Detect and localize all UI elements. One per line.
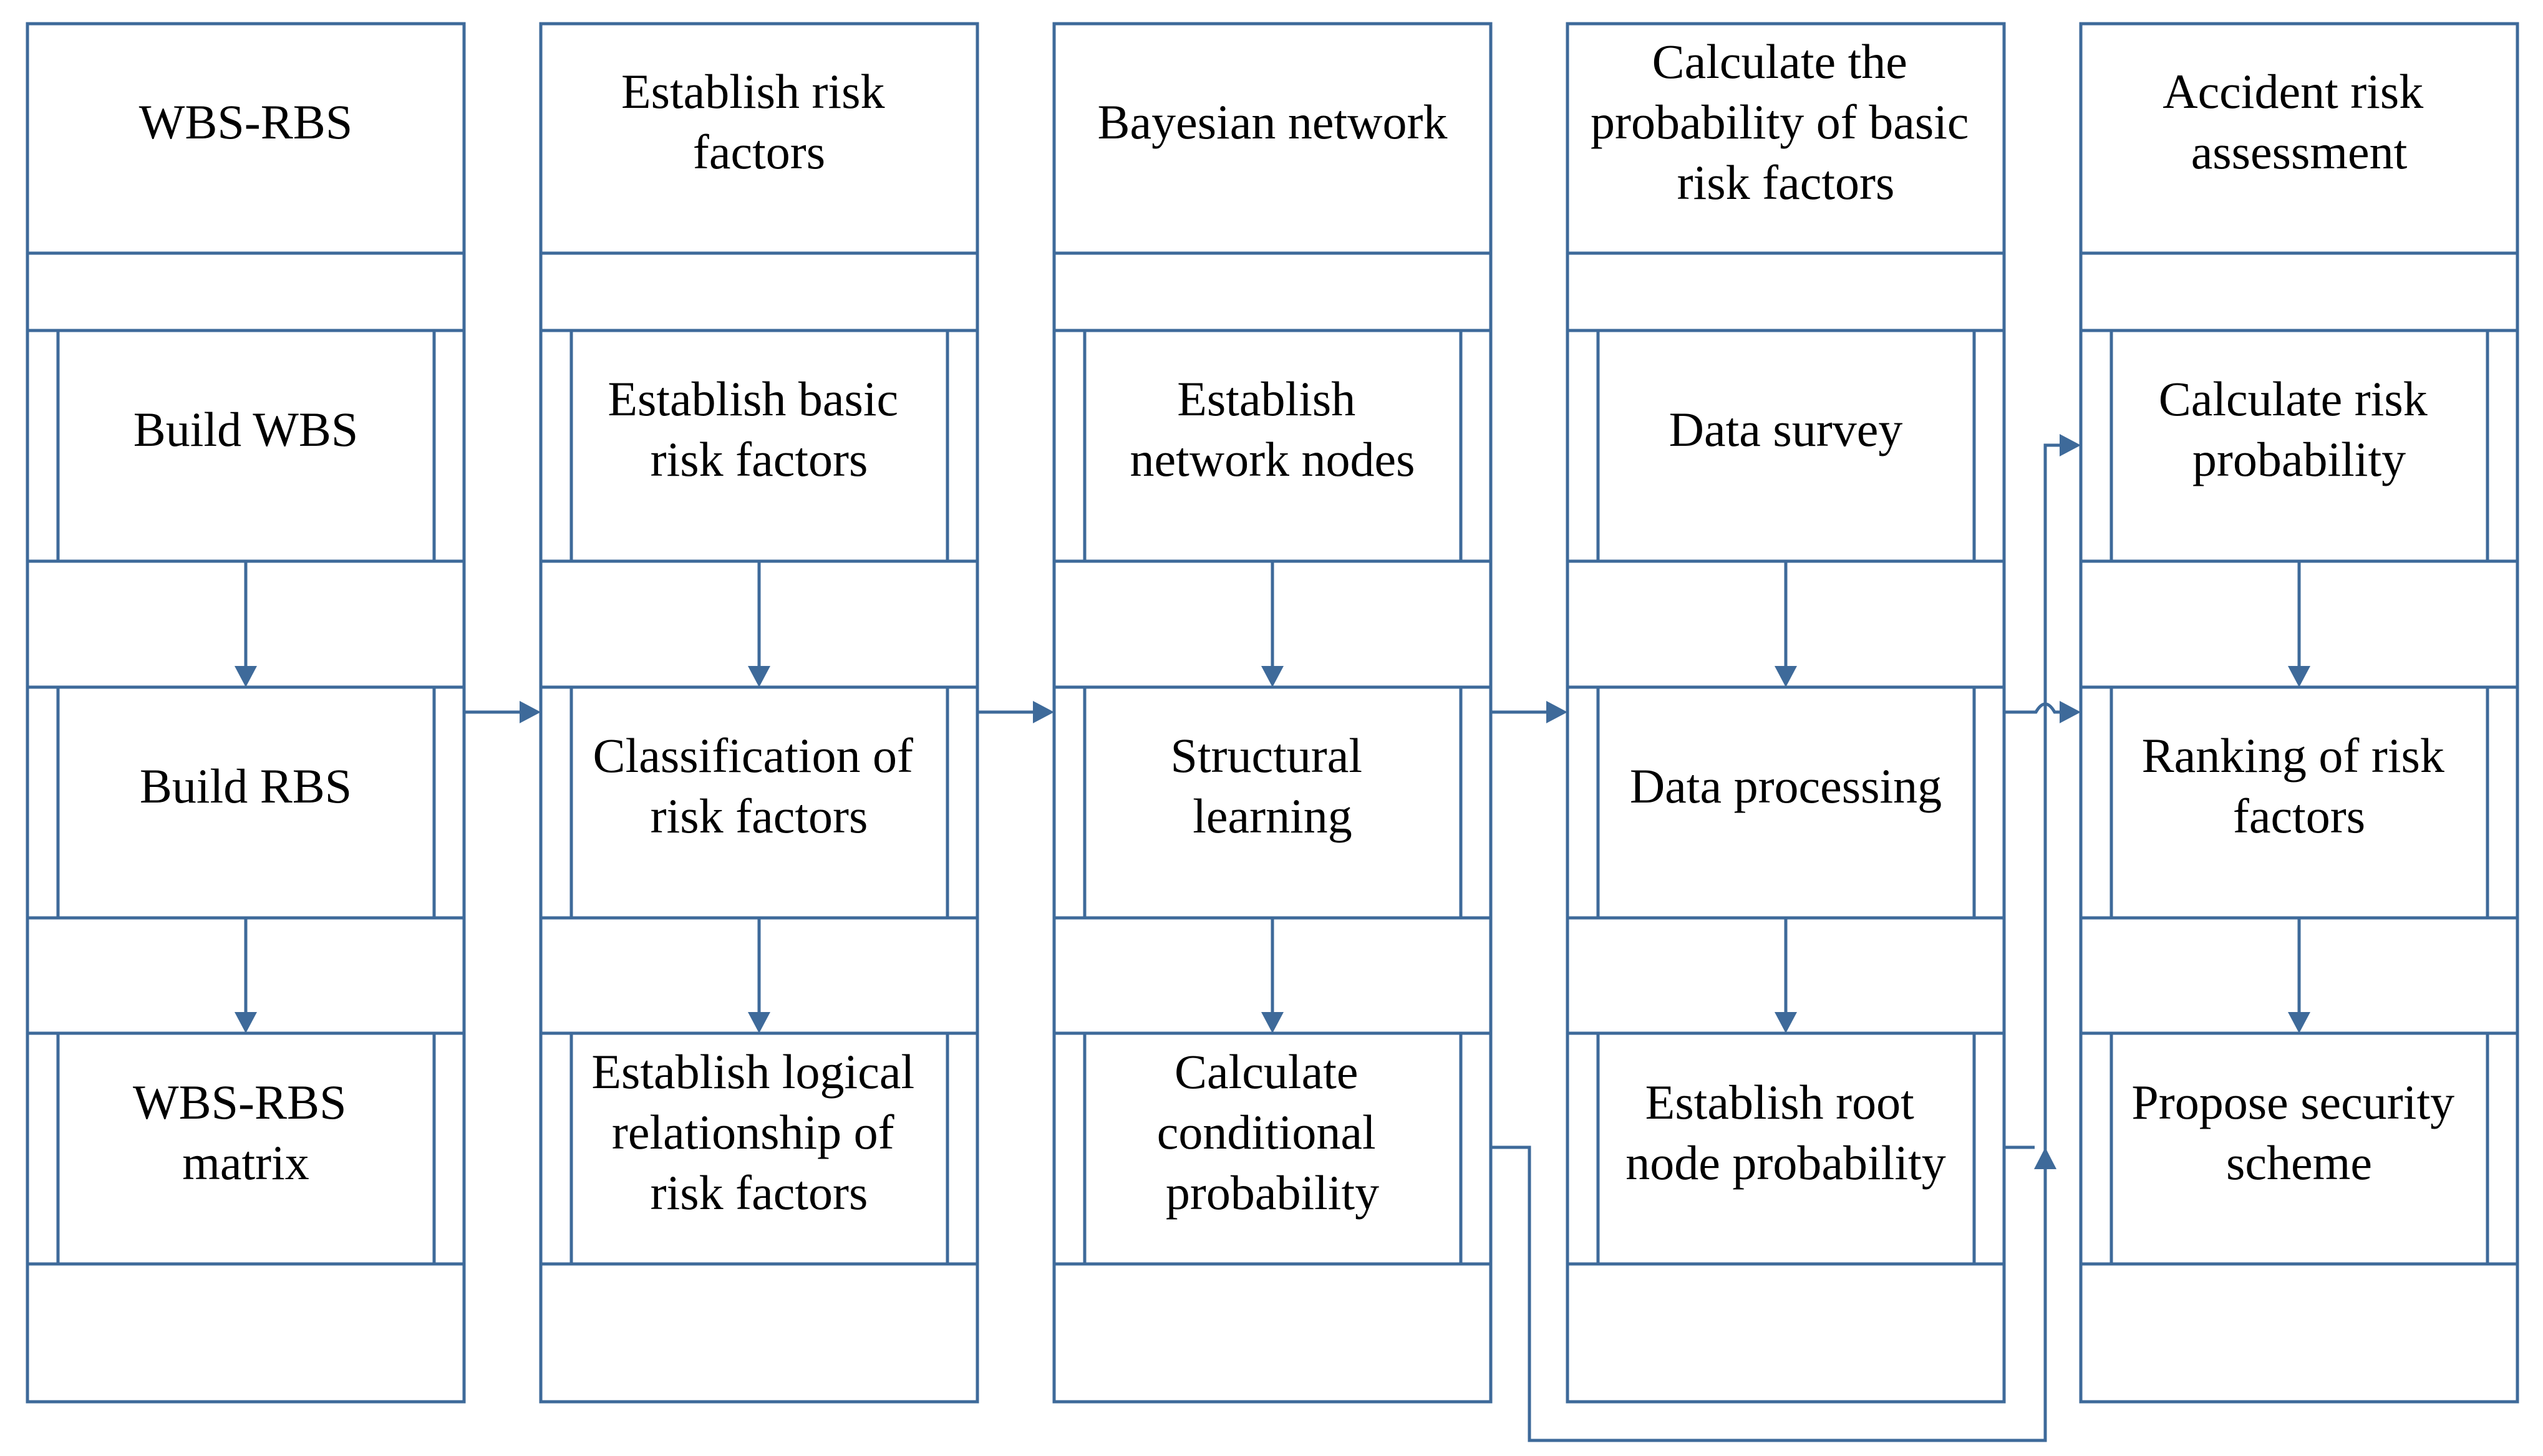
column-1-step-1-label: Build WBS (133, 402, 358, 456)
column-5-header: Accident risk assessment (2163, 64, 2436, 179)
step-box (56, 329, 436, 563)
column-3-step-1-label: Establish network nodes (1130, 372, 1415, 486)
column-1-header: WBS-RBS (139, 95, 352, 149)
column-2-header: Establish risk factors (621, 64, 897, 179)
column-5-step-2-label: Ranking of risk factors (2142, 728, 2457, 843)
column-4-header: Calculate the probability of basic risk … (1591, 34, 1981, 210)
column-2-step-2-label: Classification of risk factors (593, 728, 926, 843)
step-box (569, 1031, 949, 1266)
column-5-step-3-label: Propose security scheme (2131, 1075, 2466, 1190)
step-box (569, 685, 949, 920)
column-3-step-3-label: Calculate conditional probability (1157, 1044, 1388, 1220)
column-2-step-1-label: Establish basic risk factors (608, 372, 910, 486)
vertical-arrows (235, 561, 2310, 1033)
column-4-step-3-label: Establish root node probability (1625, 1075, 1945, 1190)
column-1-step-3-label: WBS-RBS matrix (133, 1075, 359, 1190)
step-boxes (56, 329, 2489, 1266)
step-box (56, 685, 436, 920)
column-1-step-2-label: Build RBS (140, 759, 352, 813)
column-3-header: Bayesian network (1097, 95, 1447, 149)
step-box (56, 1031, 436, 1266)
step-box (1083, 1031, 1463, 1266)
step-box (2109, 685, 2489, 920)
long-connector (1491, 434, 2081, 1442)
column-2-step-3-label: Establish logical relationship of risk f… (591, 1044, 926, 1220)
column-4-step-2-label: Data processing (1630, 759, 1942, 813)
step-box (2109, 329, 2489, 563)
column-4-step-1-label: Data survey (1669, 402, 1903, 456)
step-box (1083, 329, 1463, 563)
step-box (1596, 329, 1976, 563)
step-box (1596, 1031, 1976, 1266)
horizontal-arrows (464, 701, 2081, 723)
column-5-step-1-label: Calculate risk probability (2159, 372, 2440, 486)
column-3-step-2-label: Structural learning (1170, 728, 1374, 843)
step-box (1083, 685, 1463, 920)
step-box (2109, 1031, 2489, 1266)
step-box (1596, 685, 1976, 920)
labels: WBS-RBS Build WBS Build RBS WBS-RBS matr… (133, 34, 2466, 1220)
